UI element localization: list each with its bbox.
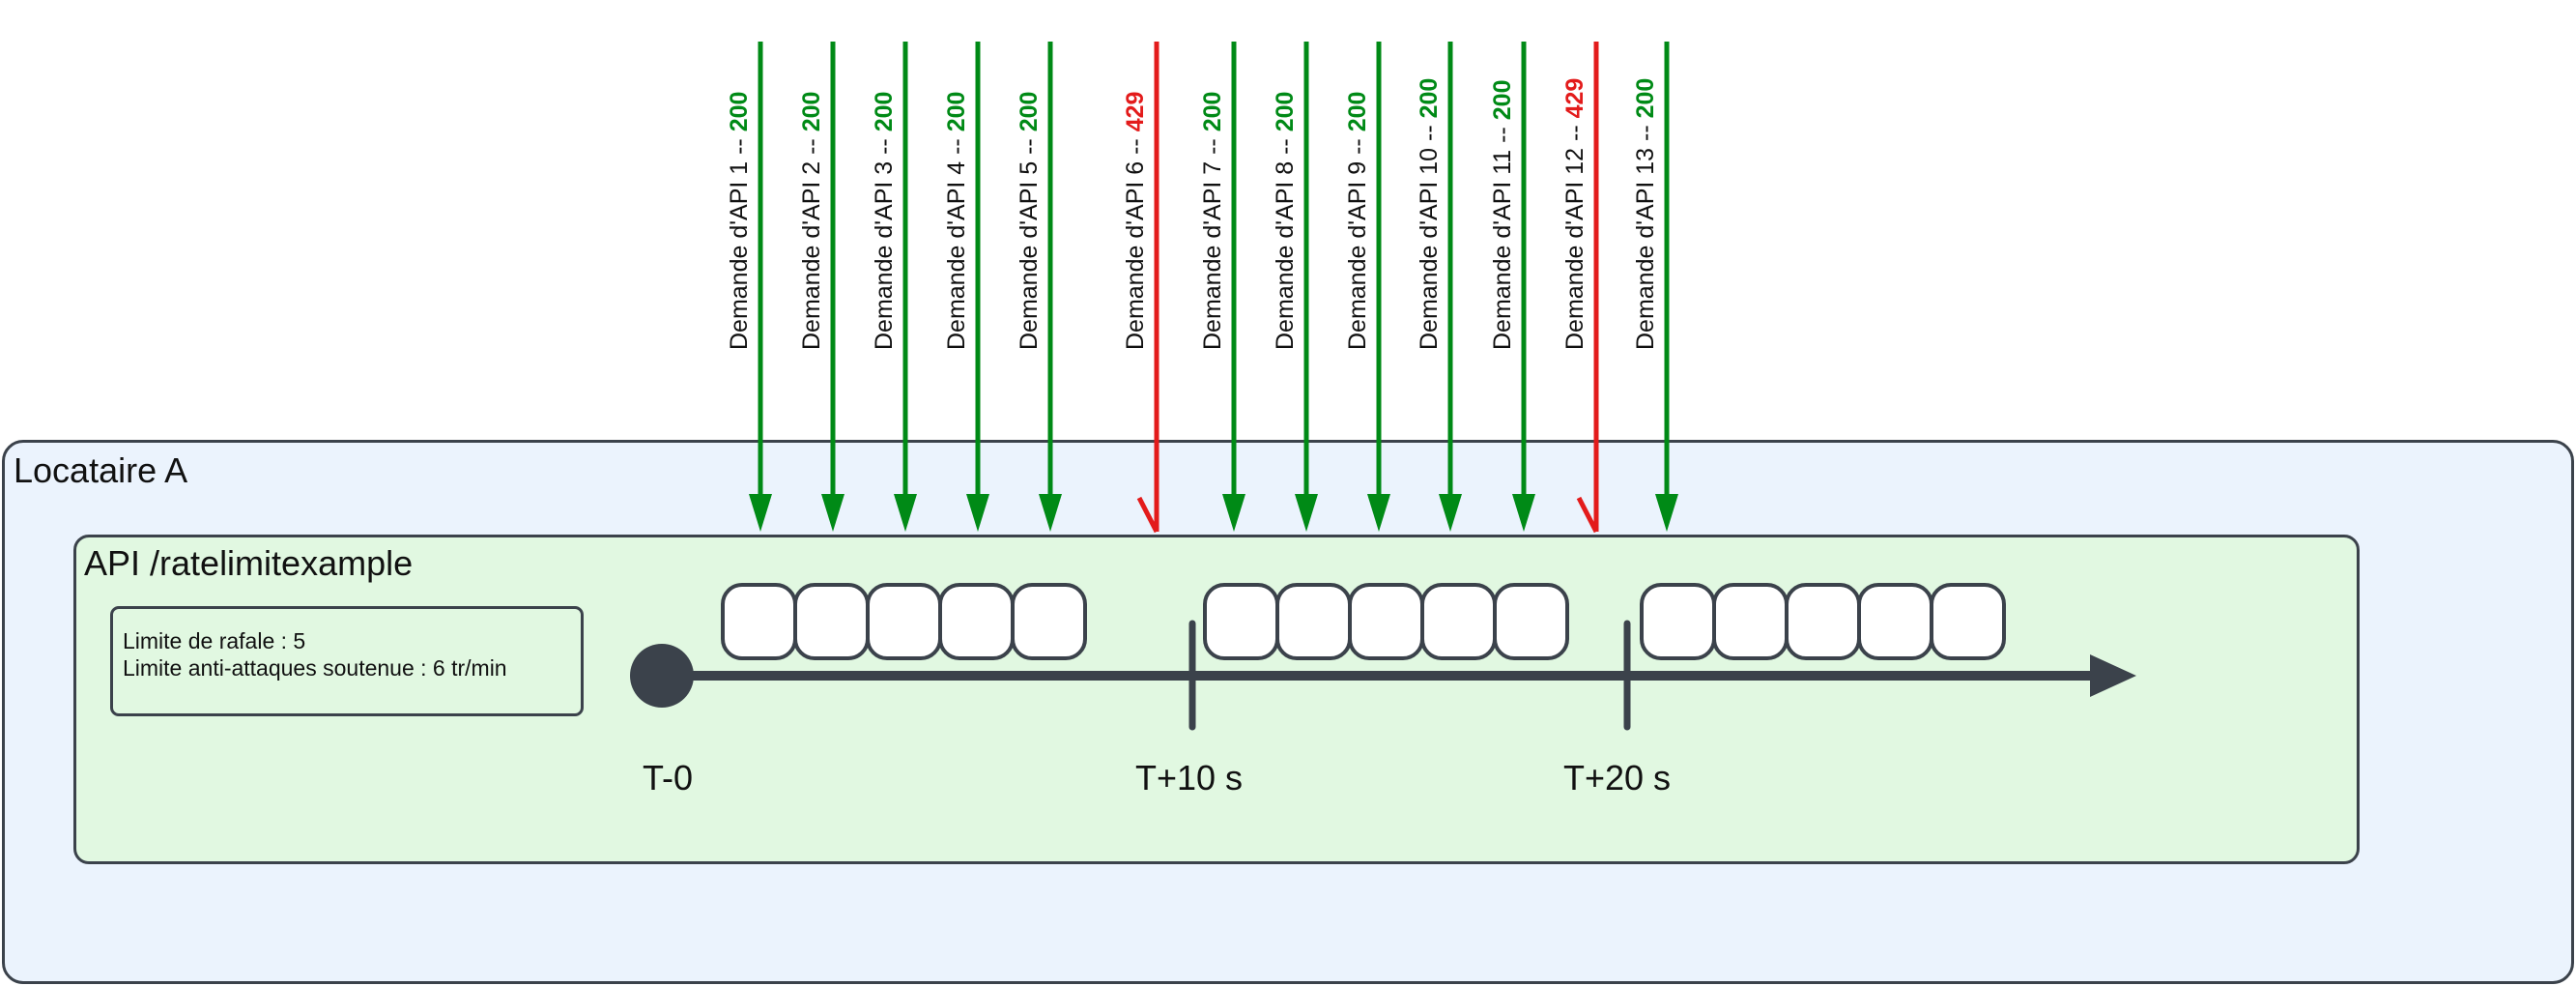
request-label: Demande d'API 13 -- 200 — [1632, 77, 1659, 350]
request-label: Demande d'API 1 -- 200 — [726, 91, 753, 350]
token-buckets — [721, 583, 2006, 660]
rate-limit-info-box: Limite de rafale : 5 Limite anti-attaque… — [110, 606, 584, 716]
request-label-text: Demande d'API 7 -- — [1199, 131, 1226, 350]
token-slot — [1493, 583, 1569, 660]
request-label: Demande d'API 10 -- 200 — [1416, 77, 1443, 350]
request-status-code: 429 — [1561, 77, 1589, 119]
request-status-code: 200 — [1489, 79, 1516, 121]
arrowhead-icon — [821, 494, 844, 532]
request-status-code: 429 — [1122, 91, 1149, 132]
token-slot — [1785, 583, 1861, 660]
request-status-code: 200 — [1199, 91, 1226, 132]
request-label-text: Demande d'API 10 -- — [1416, 118, 1443, 350]
arrowhead-icon — [1655, 494, 1678, 532]
request-status-code: 200 — [1016, 91, 1043, 132]
request-label-text: Demande d'API 6 -- — [1122, 131, 1149, 350]
arrowhead-icon — [749, 494, 772, 532]
arrowhead-icon — [1039, 494, 1062, 532]
request-status-code: 200 — [943, 91, 970, 132]
token-slot — [1857, 583, 1933, 660]
sustained-limit-text: Limite anti-attaques soutenue : 6 tr/min — [123, 655, 507, 681]
request-label: Demande d'API 7 -- 200 — [1199, 91, 1226, 350]
request-status-code: 200 — [1416, 77, 1443, 119]
request-arrows — [749, 42, 1678, 534]
request-label-text: Demande d'API 9 -- — [1344, 131, 1371, 350]
request-status-code: 200 — [726, 91, 753, 132]
request-label-text: Demande d'API 5 -- — [1016, 131, 1043, 350]
request-label: Demande d'API 8 -- 200 — [1272, 91, 1299, 350]
tenant-title: Locataire A — [14, 450, 188, 490]
token-slot — [721, 583, 797, 660]
token-slot — [1011, 583, 1087, 660]
token-slot — [866, 583, 942, 660]
token-slot — [1930, 583, 2006, 660]
request-label: Demande d'API 11 -- 200 — [1489, 79, 1516, 350]
time-label-t0: T-0 — [643, 758, 694, 798]
request-label-text: Demande d'API 2 -- — [798, 131, 825, 350]
token-slot — [1420, 583, 1497, 660]
arrowhead-icon — [894, 494, 917, 532]
token-slot — [1348, 583, 1424, 660]
time-label-t10: T+10 s — [1135, 758, 1244, 798]
request-status-code: 200 — [1344, 91, 1371, 132]
request-label: Demande d'API 6 -- 429 — [1122, 91, 1149, 350]
token-slot — [1203, 583, 1279, 660]
time-label-t20: T+20 s — [1563, 758, 1672, 798]
request-label: Demande d'API 9 -- 200 — [1344, 91, 1371, 350]
request-label: Demande d'API 3 -- 200 — [871, 91, 898, 350]
request-status-code: 200 — [1632, 77, 1659, 119]
arrowhead-icon — [1512, 494, 1535, 532]
rejected-arrowhead-icon — [1576, 496, 1599, 534]
rejected-arrowhead-icon — [1136, 496, 1159, 534]
arrowhead-icon — [1367, 494, 1390, 532]
request-label-text: Demande d'API 8 -- — [1272, 131, 1299, 350]
timeline-arrowhead-icon — [2090, 654, 2136, 697]
api-title: API /ratelimitexample — [84, 543, 414, 583]
arrowhead-icon — [1222, 494, 1245, 532]
request-label: Demande d'API 4 -- 200 — [943, 91, 970, 350]
request-label-text: Demande d'API 12 -- — [1561, 118, 1589, 350]
request-label-text: Demande d'API 4 -- — [943, 131, 970, 350]
request-status-code: 200 — [798, 91, 825, 132]
burst-limit-text: Limite de rafale : 5 — [123, 628, 306, 653]
arrowhead-icon — [966, 494, 989, 532]
token-slot — [1712, 583, 1789, 660]
request-label-text: Demande d'API 3 -- — [871, 131, 898, 350]
request-label-text: Demande d'API 13 -- — [1632, 118, 1659, 350]
token-slot — [793, 583, 870, 660]
request-label-text: Demande d'API 11 -- — [1489, 120, 1516, 350]
token-slot — [1640, 583, 1716, 660]
token-slot — [1275, 583, 1352, 660]
request-label: Demande d'API 12 -- 429 — [1561, 77, 1589, 350]
request-label-text: Demande d'API 1 -- — [726, 131, 753, 350]
request-status-code: 200 — [1272, 91, 1299, 132]
timeline-start-dot — [630, 644, 694, 708]
arrowhead-icon — [1295, 494, 1318, 532]
timeline — [630, 620, 2136, 731]
request-label: Demande d'API 2 -- 200 — [798, 91, 825, 350]
token-slot — [938, 583, 1015, 660]
request-status-code: 200 — [871, 91, 898, 132]
arrowhead-icon — [1439, 494, 1462, 532]
request-label: Demande d'API 5 -- 200 — [1016, 91, 1043, 350]
